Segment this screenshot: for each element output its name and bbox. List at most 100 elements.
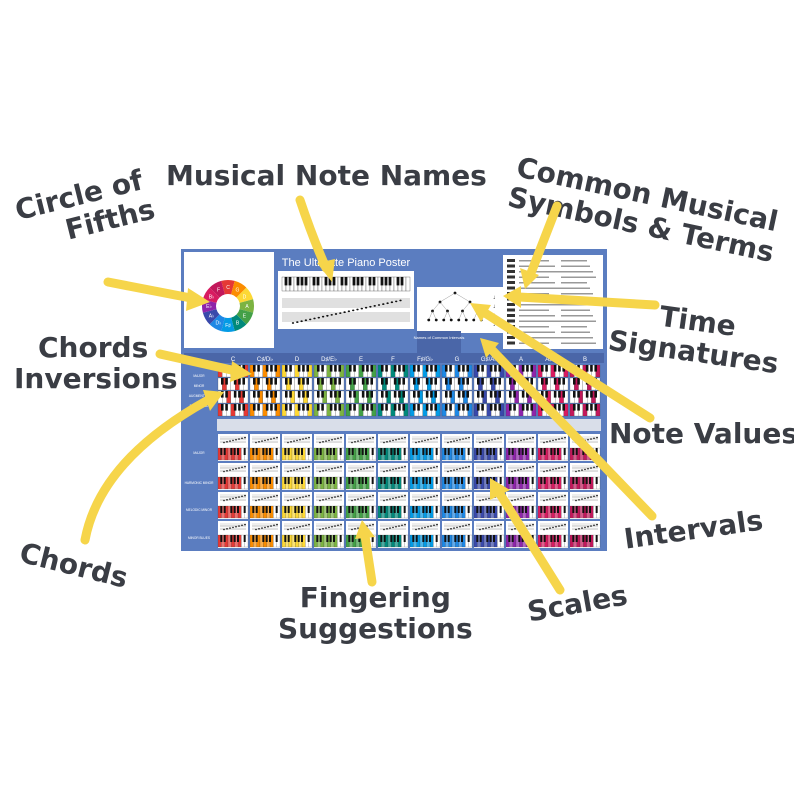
scale-black-key: [486, 448, 489, 455]
scale-note: [255, 499, 257, 502]
side-label: MINOR BLUES: [188, 536, 210, 540]
scale-black-key: [252, 477, 255, 484]
scale-black-key: [316, 448, 319, 455]
scale-note: [244, 494, 246, 497]
scale-black-key: [397, 477, 399, 484]
scale-note: [418, 441, 420, 443]
circle-segment: [209, 280, 225, 298]
scale-note: [293, 469, 295, 471]
scale-black-key: [467, 535, 470, 542]
scale-black-key: [425, 448, 428, 455]
chord-black-key: [317, 365, 320, 372]
chord-black-key: [265, 378, 269, 385]
scale-black-key: [585, 535, 588, 542]
note-value-node: [457, 318, 461, 322]
chord-black-key: [225, 365, 228, 372]
scale-note: [485, 440, 487, 442]
chord-black-key: [530, 365, 533, 372]
scale-black-key: [575, 506, 578, 513]
scale-black-key: [572, 448, 575, 455]
chord-black-key: [545, 391, 548, 398]
scale-black-key: [415, 535, 418, 542]
chord-black-key: [321, 365, 324, 372]
callout-chords-inversions-line2: Inversions: [14, 362, 178, 395]
scale-note: [564, 494, 566, 497]
scale-note: [270, 467, 272, 469]
chord-black-key: [425, 391, 429, 398]
scale-note: [398, 467, 400, 469]
symbol-text-line: [561, 315, 593, 317]
chord-black-key: [353, 378, 356, 385]
chord-black-key: [349, 365, 352, 372]
scale-black-key: [365, 477, 367, 484]
scale-note: [491, 496, 493, 499]
scale-note: [453, 469, 455, 471]
scale-note: [360, 526, 362, 529]
scale-black-key: [403, 506, 406, 513]
scale-black-key: [243, 506, 246, 513]
scale-black-key: [380, 477, 383, 484]
scale-black-key: [454, 448, 457, 455]
scale-note: [482, 441, 484, 443]
scale-note: [305, 524, 307, 527]
staff-note: [356, 308, 359, 311]
scale-note: [325, 498, 327, 500]
scale-black-key: [553, 506, 556, 513]
scale-note: [322, 499, 324, 501]
note-value-node: [434, 318, 438, 322]
scale-black-key: [457, 535, 460, 542]
chord-black-key: [238, 391, 241, 398]
scale-black-key: [287, 477, 290, 484]
scale-note: [386, 441, 388, 443]
chord-black-key: [253, 365, 256, 372]
scale-black-key: [493, 477, 495, 484]
scale-note: [267, 525, 269, 528]
scale-note: [238, 438, 240, 440]
scale-black-key: [543, 477, 546, 484]
scale-black-key: [467, 506, 470, 513]
callout-intervals: Intervals: [621, 503, 766, 556]
scale-note: [561, 437, 563, 440]
scale-black-key: [319, 448, 322, 455]
staff-note: [291, 322, 295, 324]
scale-note: [482, 470, 484, 472]
scale-black-key: [365, 448, 367, 455]
scale-note: [264, 468, 266, 471]
callout-fingering-suggestions: Fingering Suggestions: [278, 582, 473, 644]
chord-black-key: [285, 378, 288, 385]
chord-black-key: [321, 404, 324, 411]
chord-black-key: [253, 391, 256, 398]
scale-black-key: [589, 535, 591, 542]
scale-black-key: [230, 477, 233, 484]
scale-note: [319, 470, 321, 473]
scale-black-key: [575, 535, 578, 542]
chord-black-key: [370, 365, 373, 372]
scale-black-key: [461, 506, 463, 513]
scale-note: [290, 470, 292, 472]
scale-black-key: [412, 535, 415, 542]
scale-black-key: [550, 506, 553, 513]
scale-black-key: [521, 477, 524, 484]
scale-black-key: [316, 535, 319, 542]
scale-black-key: [265, 448, 268, 455]
chord-black-key: [242, 391, 245, 398]
scale-note: [238, 496, 240, 498]
chord-black-key: [558, 378, 561, 385]
scale-black-key: [380, 448, 383, 455]
scale-note: [488, 526, 490, 529]
scale-note: [319, 528, 321, 531]
chord-black-key: [257, 404, 260, 411]
staff-note: [377, 304, 381, 306]
scale-black-key: [444, 506, 447, 513]
chord-black-key: [274, 365, 277, 372]
black-key: [340, 277, 344, 286]
scale-note: [430, 525, 432, 527]
scale-black-key: [397, 506, 399, 513]
scale-note: [575, 441, 577, 444]
scale-note: [372, 494, 374, 497]
chord-black-key: [413, 365, 416, 372]
chord-black-key: [317, 391, 320, 398]
scale-note: [223, 441, 225, 444]
chord-black-key: [289, 391, 292, 398]
black-key: [312, 277, 316, 286]
